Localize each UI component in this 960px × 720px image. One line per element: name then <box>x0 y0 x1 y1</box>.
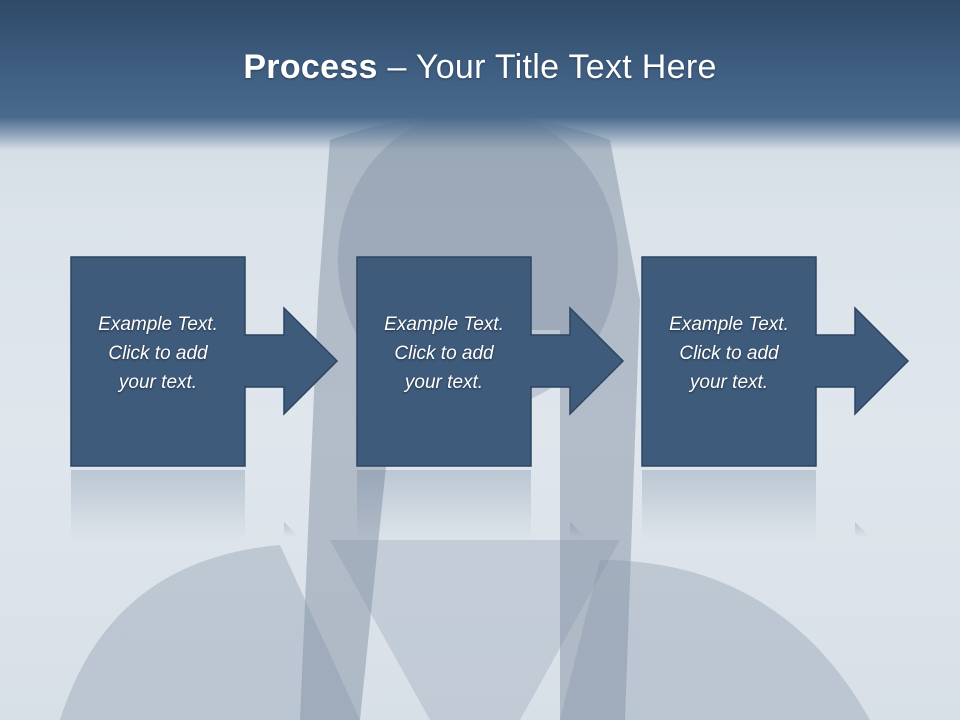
process-step-3[interactable]: Example Text. Click to add your text. <box>641 256 912 468</box>
arrow-box-shape <box>70 256 339 467</box>
process-step-1[interactable]: Example Text. Click to add your text. <box>70 256 341 468</box>
arrow-box-shape <box>356 256 625 467</box>
title-banner <box>0 0 960 150</box>
arrow-box-shape <box>641 256 910 467</box>
step-text: Example Text. Click to add your text. <box>98 314 218 393</box>
process-step-2[interactable]: Example Text. Click to add your text. <box>356 256 627 468</box>
title-rest: – Your Title Text Here <box>377 48 717 86</box>
step-text: Example Text. Click to add your text. <box>669 314 789 393</box>
title-bold: Process <box>243 48 378 86</box>
step-text: Example Text. Click to add your text. <box>384 314 504 393</box>
slide-title[interactable]: Process – Your Title Text Here <box>0 48 960 87</box>
